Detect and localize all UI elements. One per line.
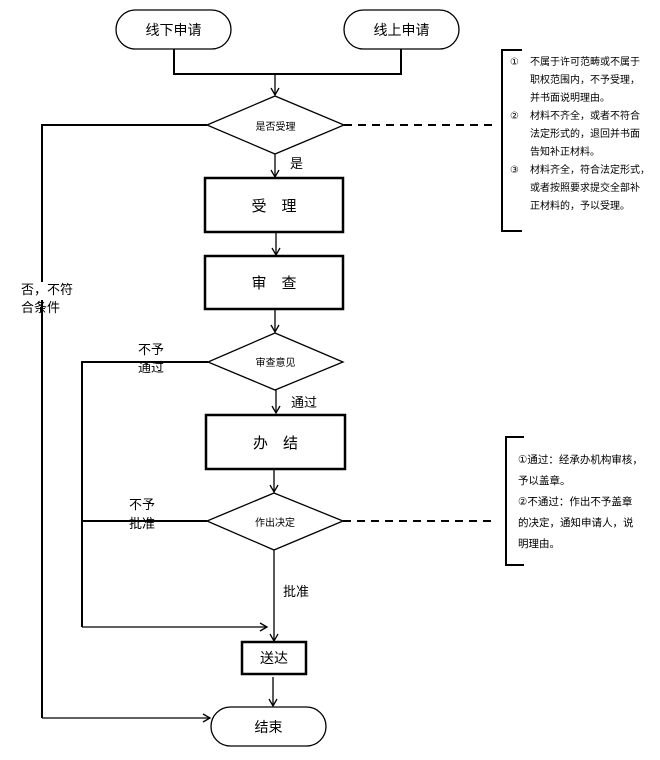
note-line: 明理由。 [518,538,560,550]
note-line: 法定形式的，退回并书面 [530,129,640,140]
note-line: 告知补正材料。 [530,147,600,158]
decision-accept-label: 是否受理 [255,121,296,133]
note-line: 正材料的，予以受理。 [530,201,630,212]
edge-label-yes: 是 [290,157,304,172]
note-item: ① 不属于许可范畴或不属于 职权范围内，不予受理， 并书面说明理由。 [510,54,660,108]
offline-apply-label: 线下申请 [145,22,202,39]
edge-label-passed: 通过 [291,396,318,411]
note-bracket [505,436,524,566]
reject-connector [41,124,207,718]
deliver-node [240,640,308,676]
accept-label: 受 理 [251,196,297,215]
online-apply-label: 线上申请 [373,22,430,39]
end-label: 结束 [254,719,283,736]
review-label: 审 查 [251,274,297,292]
decision-make-label: 作出决定 [255,518,295,529]
edge-label-not-passed: 不予 [138,343,165,358]
edge-label-not-approved: 不予 [129,498,156,513]
edge-label-reject: 合条件 [21,301,61,316]
edge-label-reject: 否，不符 [21,282,74,300]
note-line: ①通过：经承办机构审核， [518,454,643,466]
not-passed-connector [81,361,208,627]
note-line: 材料不齐全，或者不符合 [530,111,640,122]
note-item-number: ① [510,57,519,68]
handle-label: 办 结 [252,433,298,452]
note-line: 或者按照要求提交全部补 [530,183,640,194]
note-bracket [501,49,522,232]
edge-label-not-approved: 批准 [129,517,156,532]
accept-note: ① 不属于许可范畴或不属于 职权范围内，不予受理， 并书面说明理由。 ② 材料不… [510,54,660,216]
note-item: ③ 材料齐全，符合法定形式， 或者按照要求提交全部补 正材料的，予以受理。 [510,162,660,216]
note-line: 职权范围内，不予受理， [530,75,640,86]
note-line: 不属于许可范畴或不属于 [530,57,640,68]
review-node [203,254,345,311]
note-item-number: ② [510,111,519,122]
decision-note: ①通过：经承办机构审核， 予以盖章。 ②不通过：作出不予盖章 的决定，通知申请人… [518,450,660,555]
note-line: 材料齐全，符合法定形式， [530,165,650,176]
note-line: ②不通过：作出不予盖章 [518,496,633,508]
note-line: 并书面说明理由。 [530,93,610,104]
note-line: 予以盖章。 [518,475,571,487]
edge-label-approved: 批准 [283,585,310,600]
note-line: 的决定，通知申请人，说 [518,517,634,529]
handle-node [204,413,347,471]
end-node [210,706,327,747]
edge-label-not-passed: 通过 [138,361,165,376]
deliver-label: 送达 [260,651,288,667]
accept-node [203,176,345,234]
note-item: ② 材料不齐全，或者不符合 法定形式的，退回并书面 告知补正材料。 [510,108,660,162]
decision-review-label: 审查意见 [255,358,296,369]
decision-review-node [206,332,345,391]
note-item-number: ③ [510,165,519,176]
